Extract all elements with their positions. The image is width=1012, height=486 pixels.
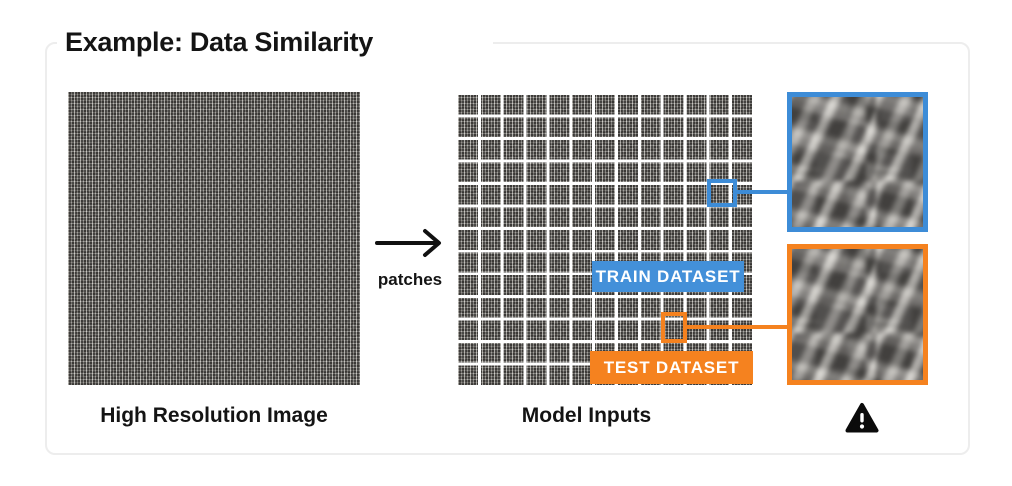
warning-icon (845, 402, 879, 434)
train-patch-zoom (787, 92, 928, 232)
high-resolution-image-caption: High Resolution Image (100, 404, 328, 427)
high-resolution-image (68, 92, 360, 385)
patches-arrow-icon (374, 225, 448, 261)
test-patch-highlight (661, 312, 687, 343)
train-patch-highlight (707, 179, 737, 207)
model-inputs-caption: Model Inputs (521, 404, 652, 427)
test-patch-zoom-texture (792, 249, 923, 380)
test-patch-zoom (787, 244, 928, 385)
test-connector-line (687, 325, 787, 329)
train-dataset-badge: TRAIN DATASET (592, 261, 744, 292)
train-patch-zoom-texture (792, 97, 923, 227)
page-title: Example: Data Similarity (57, 22, 493, 62)
train-connector-line (737, 190, 787, 194)
test-dataset-badge: TEST DATASET (590, 351, 753, 384)
patch-gridlines (458, 92, 755, 385)
patches-label: patches (377, 270, 443, 289)
patch-grid (458, 92, 755, 385)
